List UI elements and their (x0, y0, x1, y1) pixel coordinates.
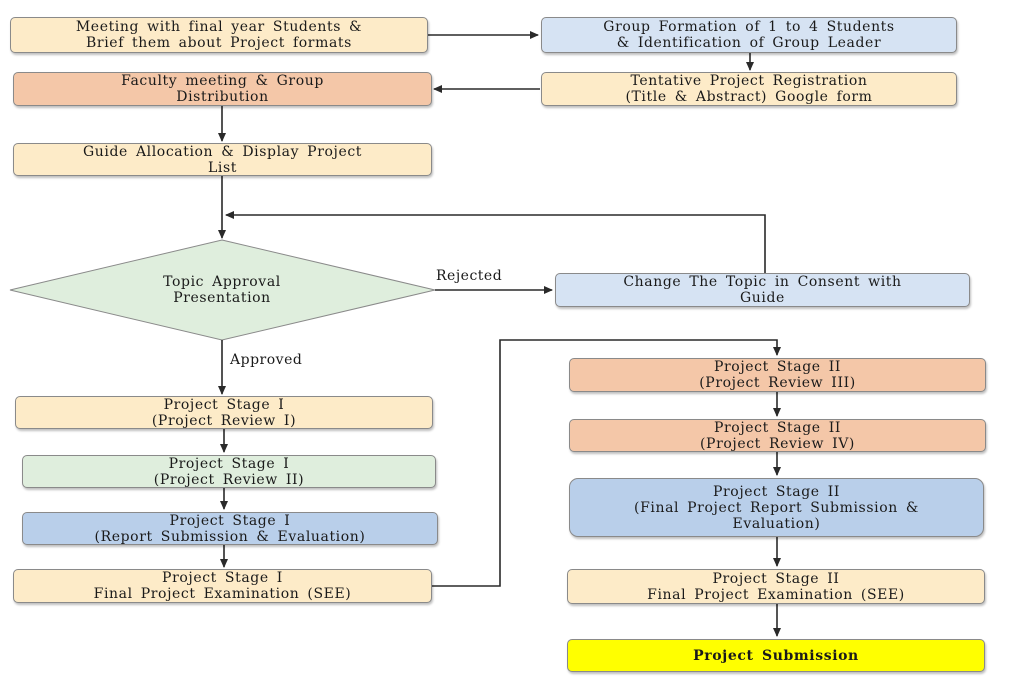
stage1-exam-node: Project Stage I Final Project Examinatio… (13, 569, 432, 603)
stage2-report-node: Project Stage II (Final Project Report S… (569, 478, 984, 537)
stage1-review1-node: Project Stage I (Project Review I) (15, 396, 433, 429)
topic-approval-label: Topic Approval Presentation (163, 274, 281, 306)
stage1-review2-node: Project Stage I (Project Review II) (22, 455, 436, 488)
group-formation-label: Group Formation of 1 to 4 Students & Ide… (603, 19, 895, 51)
meeting-node: Meeting with final year Students & Brief… (10, 17, 428, 53)
stage2-review3-label: Project Stage II (Project Review III) (699, 359, 856, 391)
project-submission-node: Project Submission (567, 639, 985, 672)
arrow-change-topic-loop (225, 211, 766, 273)
arrow-stage1-to-stage2 (432, 339, 781, 587)
rejected-label: Rejected (436, 268, 503, 284)
change-topic-node: Change The Topic in Consent with Guide (555, 273, 970, 307)
registration-node: Tentative Project Registration (Title & … (541, 72, 957, 106)
stage2-exam-node: Project Stage II Final Project Examinati… (567, 569, 985, 604)
group-formation-node: Group Formation of 1 to 4 Students & Ide… (541, 17, 957, 53)
change-topic-label: Change The Topic in Consent with Guide (623, 274, 902, 306)
guide-allocation-node: Guide Allocation & Display Project List (13, 143, 432, 176)
stage2-review4-node: Project Stage II (Project Review IV) (569, 419, 986, 452)
stage1-report-node: Project Stage I (Report Submission & Eva… (22, 512, 438, 545)
stage1-exam-label: Project Stage I Final Project Examinatio… (93, 570, 352, 602)
stage2-exam-label: Project Stage II Final Project Examinati… (647, 570, 905, 603)
project-submission-label: Project Submission (693, 647, 859, 664)
guide-allocation-label: Guide Allocation & Display Project List (82, 143, 363, 176)
meeting-label: Meeting with final year Students & Brief… (75, 19, 363, 51)
faculty-meeting-node: Faculty meeting & Group Distribution (13, 72, 432, 106)
stage2-review4-label: Project Stage II (Project Review IV) (700, 419, 855, 452)
faculty-meeting-label: Faculty meeting & Group Distribution (121, 73, 324, 105)
stage1-report-label: Project Stage I (Report Submission & Eva… (94, 512, 366, 545)
stage1-review2-label: Project Stage I (Project Review II) (153, 455, 305, 488)
stage2-report-label: Project Stage II (Final Project Report S… (634, 483, 919, 532)
stage2-review3-node: Project Stage II (Project Review III) (569, 358, 986, 392)
approved-label: Approved (230, 352, 303, 368)
registration-label: Tentative Project Registration (Title & … (625, 73, 873, 105)
stage1-review1-label: Project Stage I (Project Review I) (151, 396, 297, 429)
